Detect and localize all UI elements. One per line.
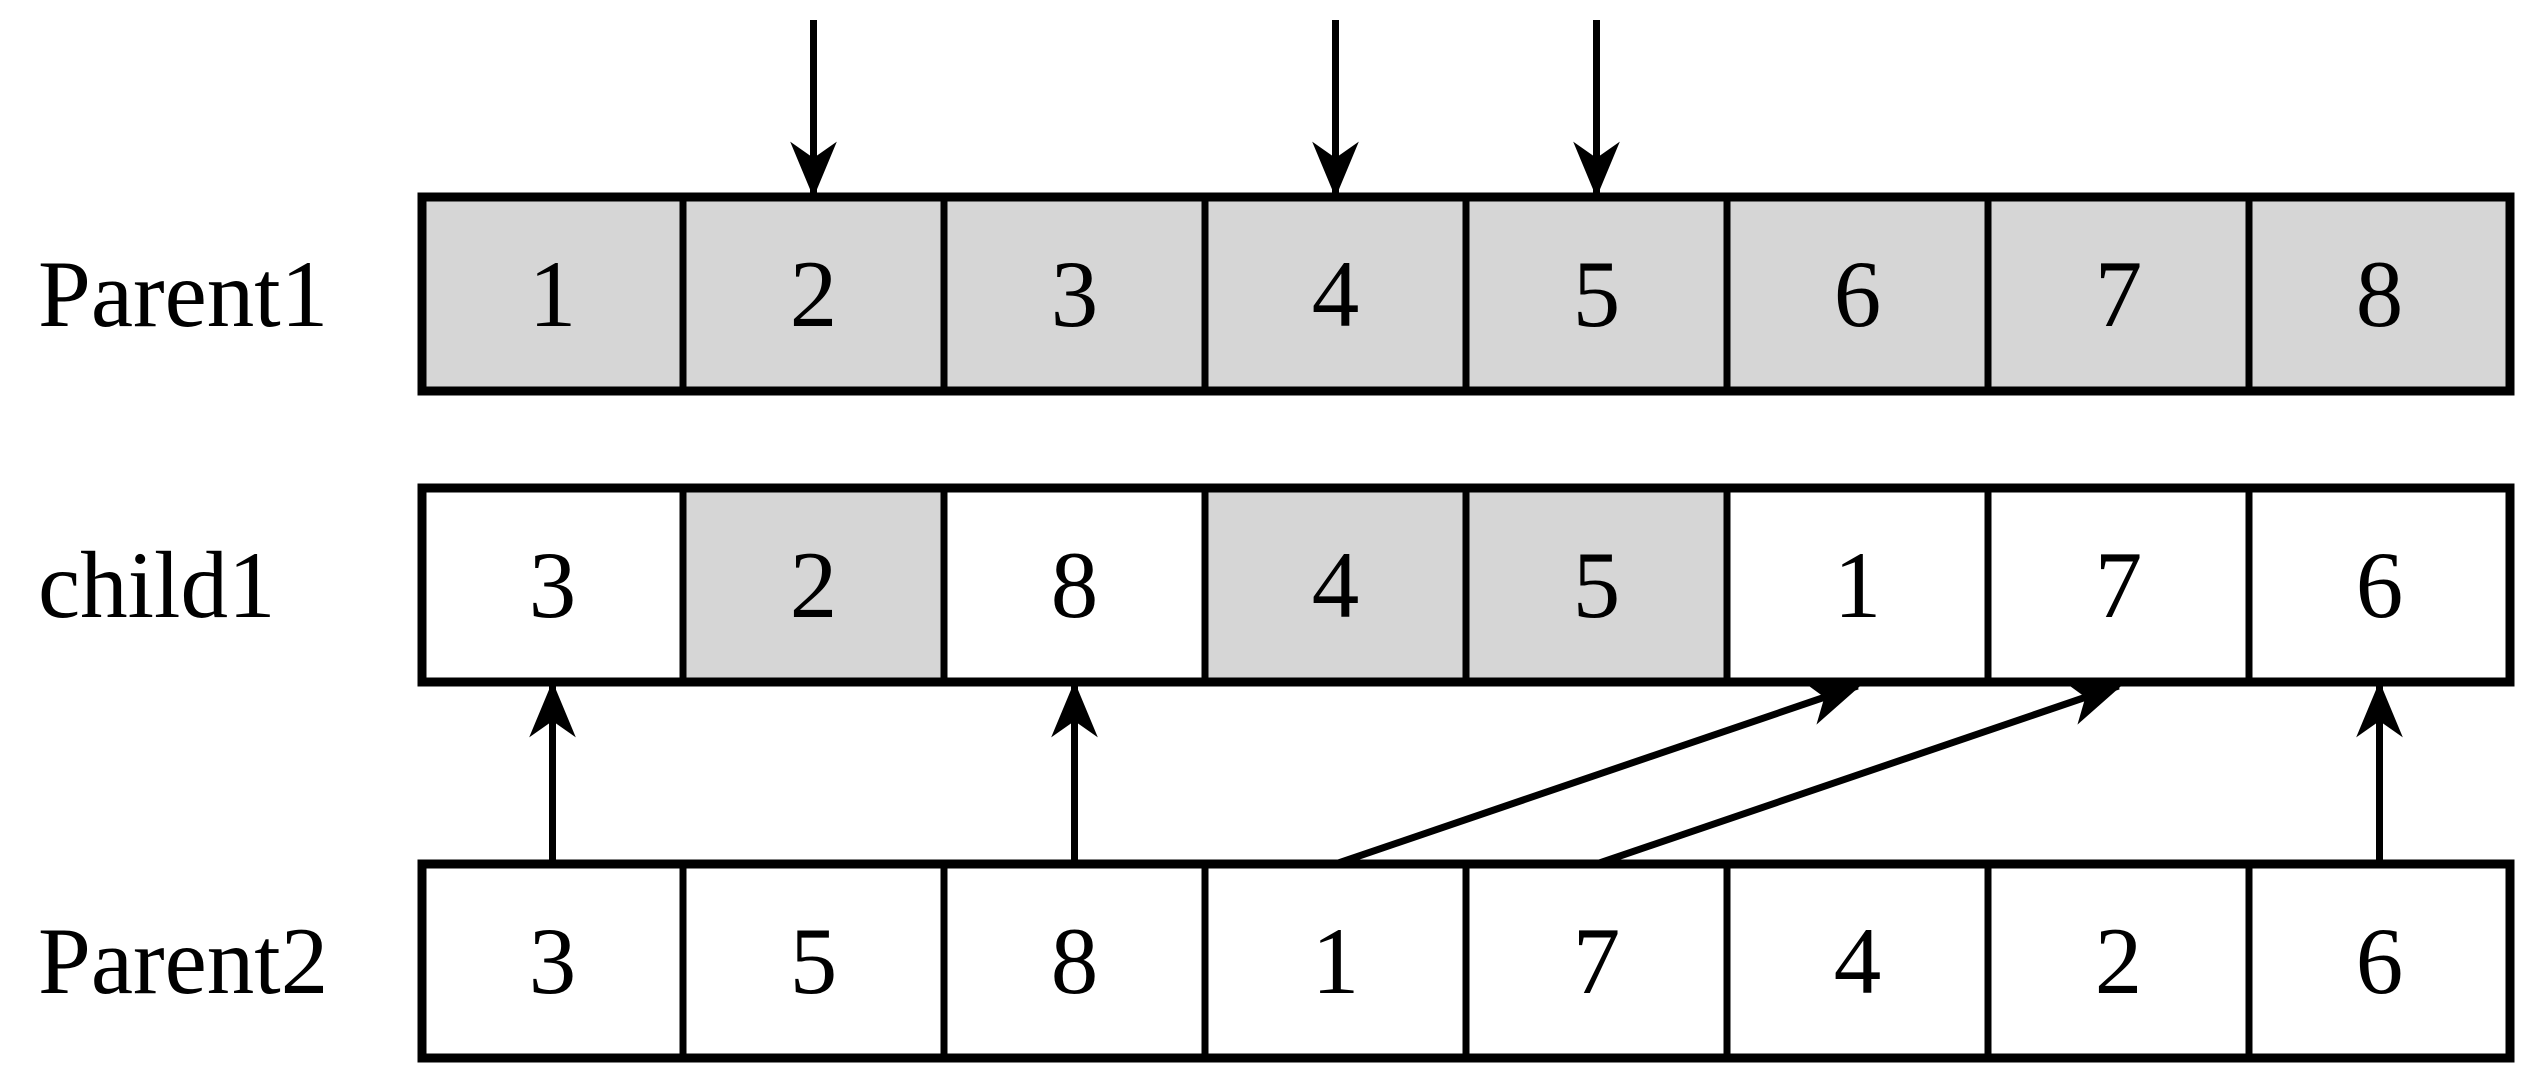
row-label-parent2: Parent2 xyxy=(38,908,328,1014)
cell-value-child1-6: 1 xyxy=(1834,532,1882,638)
cell-value-parent2-1: 3 xyxy=(529,908,577,1014)
cell-value-parent2-6: 4 xyxy=(1834,908,1882,1014)
cell-value-parent2-3: 8 xyxy=(1051,908,1099,1014)
cell-value-parent1-3: 3 xyxy=(1051,241,1099,347)
cell-parent1-2 xyxy=(679,193,948,395)
row-frame-parent1 xyxy=(417,192,2515,396)
cell-value-parent2-4: 1 xyxy=(1312,908,1360,1014)
cell-value-child1-5: 5 xyxy=(1573,532,1621,638)
cell-value-parent1-5: 5 xyxy=(1573,241,1621,347)
row-child1: child1 3 2 8 4 5 1 7 6 xyxy=(38,483,2515,687)
cell-value-parent2-8: 6 xyxy=(2356,908,2404,1014)
cell-parent2-2 xyxy=(679,860,948,1062)
cell-value-parent1-8: 8 xyxy=(2356,241,2404,347)
cell-value-child1-3: 8 xyxy=(1051,532,1099,638)
row-frame-parent2 xyxy=(417,859,2515,1063)
cell-child1-4 xyxy=(1201,484,1470,686)
cell-value-child1-2: 2 xyxy=(790,532,838,638)
row-label-parent1: Parent1 xyxy=(38,241,328,347)
cell-value-parent2-7: 2 xyxy=(2095,908,2143,1014)
cell-value-parent1-4: 4 xyxy=(1312,241,1360,347)
cell-parent1-8 xyxy=(2245,193,2514,395)
cell-child1-7 xyxy=(1984,484,2253,686)
cell-parent2-1 xyxy=(418,860,687,1062)
cell-value-parent2-5: 7 xyxy=(1573,908,1621,1014)
cell-parent2-8 xyxy=(2245,860,2514,1062)
row-parent1: Parent1 1 2 3 4 5 6 7 8 xyxy=(38,192,2515,396)
cell-value-child1-8: 6 xyxy=(2356,532,2404,638)
copy-arrow-5-to-7 xyxy=(1595,680,2123,868)
cell-value-parent1-7: 7 xyxy=(2095,241,2143,347)
cell-value-parent1-2: 2 xyxy=(790,241,838,347)
cell-value-child1-7: 7 xyxy=(2095,532,2143,638)
copy-arrow-4-to-6 xyxy=(1334,680,1862,868)
cell-value-parent2-2: 5 xyxy=(790,908,838,1014)
cell-child1-3 xyxy=(940,484,1209,686)
row-frame-child1 xyxy=(417,483,2515,687)
row-parent2: Parent2 3 5 8 1 7 4 2 6 xyxy=(38,859,2515,1063)
cell-parent1-6 xyxy=(1723,193,1992,395)
cell-value-child1-4: 4 xyxy=(1312,532,1360,638)
cell-value-parent1-1: 1 xyxy=(529,241,577,347)
cell-value-parent1-6: 6 xyxy=(1834,241,1882,347)
row-label-child1: child1 xyxy=(38,532,275,638)
arrows-layer xyxy=(529,20,2403,868)
cell-value-child1-1: 3 xyxy=(529,532,577,638)
cell-child1-1 xyxy=(418,484,687,686)
